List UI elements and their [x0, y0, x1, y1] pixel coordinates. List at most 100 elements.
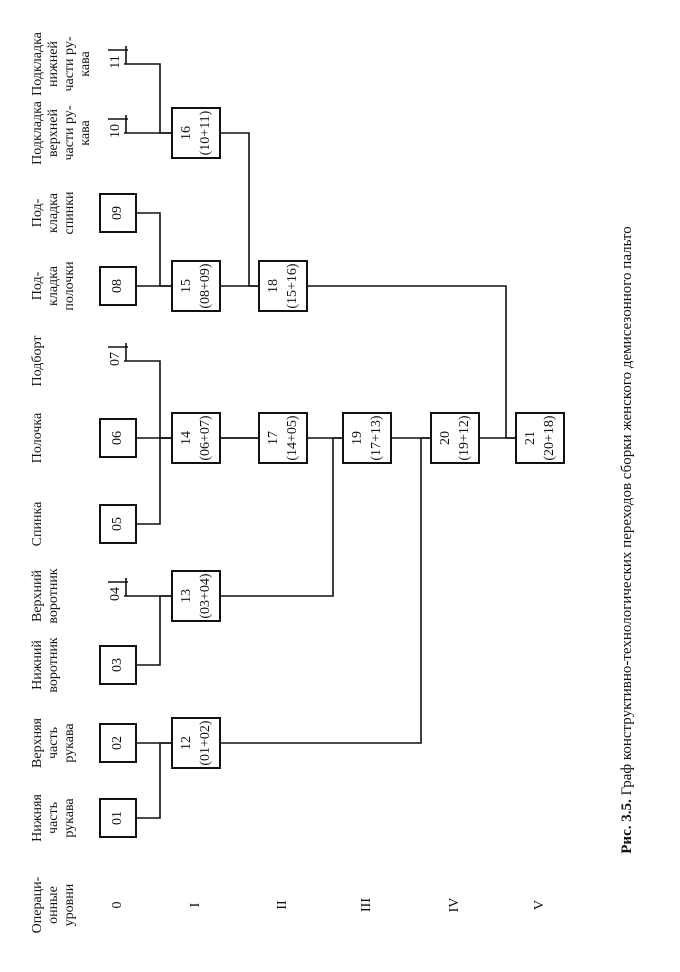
node-box-01: [99, 798, 137, 838]
node-label-19: 19: [350, 431, 365, 445]
node-label-04: 04: [108, 587, 123, 601]
node-label-02: 02: [110, 736, 125, 750]
column-label-06-line: Полочка: [30, 412, 45, 463]
edge-01-12: [136, 742, 172, 819]
node-label-15: 15: [179, 279, 194, 293]
edge-11-16: [124, 63, 172, 134]
levels-header-line: уровни: [62, 883, 77, 926]
node-label-07: 07: [108, 352, 123, 366]
level-label-II: II: [275, 900, 290, 910]
column-label-02-line: Верхняя: [30, 717, 45, 767]
node-sub-17: (14+05): [285, 415, 300, 461]
node-sub-15: (08+09): [198, 263, 213, 309]
node-label-10: 10: [108, 124, 123, 138]
node-label-14: 14: [179, 431, 194, 445]
column-label-08-line: полочки: [62, 261, 77, 311]
edge-03-13: [136, 595, 172, 666]
column-label-03-line: Нижний: [30, 640, 45, 690]
edges-layer: [124, 63, 516, 819]
node-box-17: [258, 412, 308, 464]
node-box-12: [171, 717, 221, 769]
node-label-11: 11: [108, 55, 123, 68]
column-label-10-line: верхней: [46, 109, 61, 157]
column-label-10-line: Подкладка: [30, 100, 45, 165]
edge-12-20: [220, 437, 431, 744]
node-label-12: 12: [179, 736, 194, 750]
node-sub-19: (17+13): [369, 415, 384, 461]
node-label-06: 06: [110, 431, 125, 445]
node-label-21: 21: [523, 431, 538, 445]
node-sub-20: (19+12): [457, 415, 472, 461]
column-label-10-line: части ру-: [62, 105, 77, 160]
node-sub-13: (03+04): [198, 573, 213, 619]
node-label-17: 17: [266, 431, 281, 445]
node-box-02: [99, 723, 137, 763]
caption-text: Граф конструктивно-технологических перех…: [619, 226, 635, 799]
level-label-V: V: [532, 900, 547, 910]
column-label-09-line: спинки: [62, 191, 77, 234]
column-label-11-line: Подкладка: [30, 31, 45, 96]
node-sub-12: (01+02): [198, 720, 213, 766]
node-sub-21: (20+18): [542, 415, 557, 461]
levels-header-line: онные: [46, 886, 61, 924]
edge-18-21: [307, 285, 516, 439]
node-label-13: 13: [179, 589, 194, 603]
column-label-04-line: Верхний: [30, 569, 45, 622]
node-box-15: [171, 260, 221, 312]
column-label-07-line: Подборт: [30, 336, 45, 387]
column-label-08-line: кладка: [46, 265, 61, 306]
node-label-18: 18: [266, 279, 281, 293]
node-box-18: [258, 260, 308, 312]
edge-16-18: [220, 132, 259, 287]
node-box-09: [99, 193, 137, 233]
level-label-III: III: [359, 898, 374, 912]
column-label-09-line: Под-: [30, 198, 45, 227]
node-label-05: 05: [110, 517, 125, 531]
node-label-09: 09: [110, 206, 125, 220]
node-label-03: 03: [110, 658, 125, 672]
node-box-14: [171, 412, 221, 464]
column-label-11-line: нижней: [46, 41, 61, 87]
column-label-02-line: рукава: [62, 723, 77, 763]
node-label-08: 08: [110, 279, 125, 293]
column-label-01-line: часть: [46, 802, 61, 834]
node-box-20: [430, 412, 480, 464]
column-label-09-line: кладка: [46, 192, 61, 233]
nodes-layer: 01 02 03 04 05 06 07 08 09 10 11 12 (01+02) 13 (03+04)…: [99, 46, 565, 838]
node-sub-18: (15+16): [285, 263, 300, 309]
node-label-20: 20: [438, 431, 453, 445]
node-box-05: [99, 504, 137, 544]
node-box-16: [171, 107, 221, 159]
node-box-06: [99, 418, 137, 458]
column-label-08-line: Под-: [30, 271, 45, 300]
column-label-11-line: кава: [78, 50, 93, 76]
levels-header-line: Операци-: [30, 876, 45, 933]
figure-caption: Рис. 3.5. Граф конструктивно-технологиче…: [619, 226, 635, 853]
column-label-03-line: воротник: [46, 637, 61, 692]
node-box-03: [99, 645, 137, 685]
column-label-02-line: часть: [46, 727, 61, 759]
node-label-01: 01: [110, 811, 125, 825]
node-sub-14: (06+07): [198, 415, 213, 461]
edge-13-19: [220, 437, 343, 597]
node-box-21: [515, 412, 565, 464]
column-label-11-line: части ру-: [62, 36, 77, 91]
node-sub-16: (10+11): [198, 110, 213, 155]
column-label-04-line: воротник: [46, 568, 61, 623]
node-box-08: [99, 266, 137, 306]
node-label-16: 16: [179, 126, 194, 140]
node-box-13: [171, 570, 221, 622]
level-label-IV: IV: [447, 898, 462, 913]
level-label-0: 0: [110, 902, 125, 909]
level-label-I: I: [188, 902, 203, 907]
column-label-05-line: Спинка: [30, 501, 45, 546]
edge-09-15: [136, 212, 172, 287]
node-box-19: [342, 412, 392, 464]
caption-prefix: Рис. 3.5.: [619, 799, 635, 854]
column-label-01-line: Нижняя: [30, 794, 45, 842]
column-label-01-line: рукава: [62, 798, 77, 838]
column-label-10-line: кава: [78, 119, 93, 145]
